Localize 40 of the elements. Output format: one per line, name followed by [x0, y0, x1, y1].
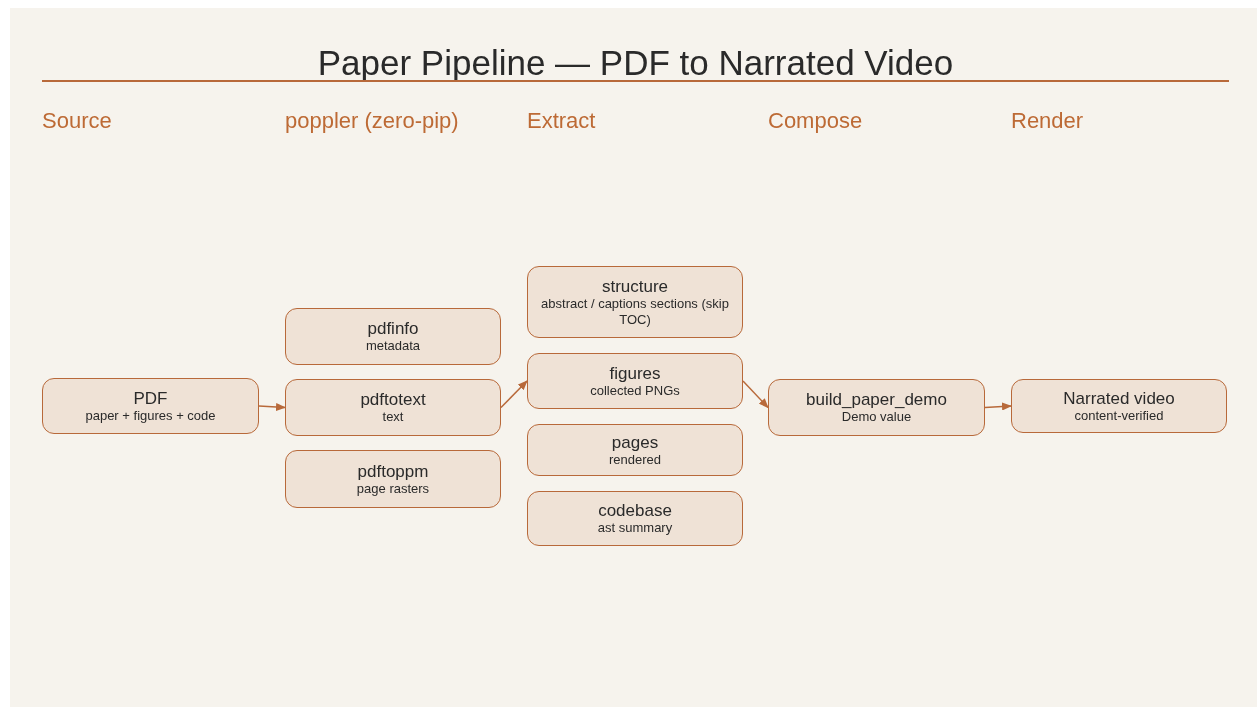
arrow [984, 402, 1012, 411]
title: Paper Pipeline — PDF to Narrated Video [316, 42, 955, 84]
node-subtitle: ast summary [596, 520, 674, 536]
node-title: pages [611, 432, 659, 452]
node-title: structure [601, 276, 669, 296]
node-title: build_paper_demo [806, 390, 947, 409]
node-title: pdfinfo [367, 319, 419, 338]
node-subtitle: Demo value [840, 409, 913, 425]
process-box [42, 378, 259, 434]
node-subtitle: abstract / captions sections (skip TOC) [540, 295, 730, 328]
node-title: figures [609, 363, 661, 383]
node-title: PDF [133, 388, 168, 408]
process-box [527, 491, 743, 546]
node-subtitle: text [381, 409, 405, 425]
process-box [527, 353, 743, 409]
arrow [742, 380, 769, 409]
arrow [258, 403, 286, 411]
node-title: Narrated video [1063, 388, 1175, 408]
node-title: pdftotext [360, 390, 426, 409]
process-box [285, 379, 501, 436]
process-box [527, 266, 743, 338]
node-subtitle: rendered [607, 451, 662, 468]
column-header: Source [42, 107, 112, 135]
column-header: Extract [527, 107, 596, 135]
column-header: poppler (zero-pip) [285, 107, 459, 135]
node-title: pdftoppm [357, 461, 429, 481]
column-header: Render [1011, 107, 1084, 135]
node-subtitle: content-verified [1073, 407, 1165, 424]
process-box [285, 308, 501, 365]
process-box [527, 424, 743, 476]
node-title: codebase [598, 501, 672, 520]
node-subtitle: paper + figures + code [84, 407, 217, 424]
node-subtitle: collected PNGs [589, 382, 681, 399]
arrow [500, 380, 528, 409]
process-box [768, 379, 985, 436]
process-box [1011, 379, 1227, 433]
node-subtitle: metadata [364, 338, 422, 354]
column-header: Compose [768, 107, 863, 135]
process-box [285, 450, 501, 508]
node-subtitle: page rasters [355, 480, 431, 497]
